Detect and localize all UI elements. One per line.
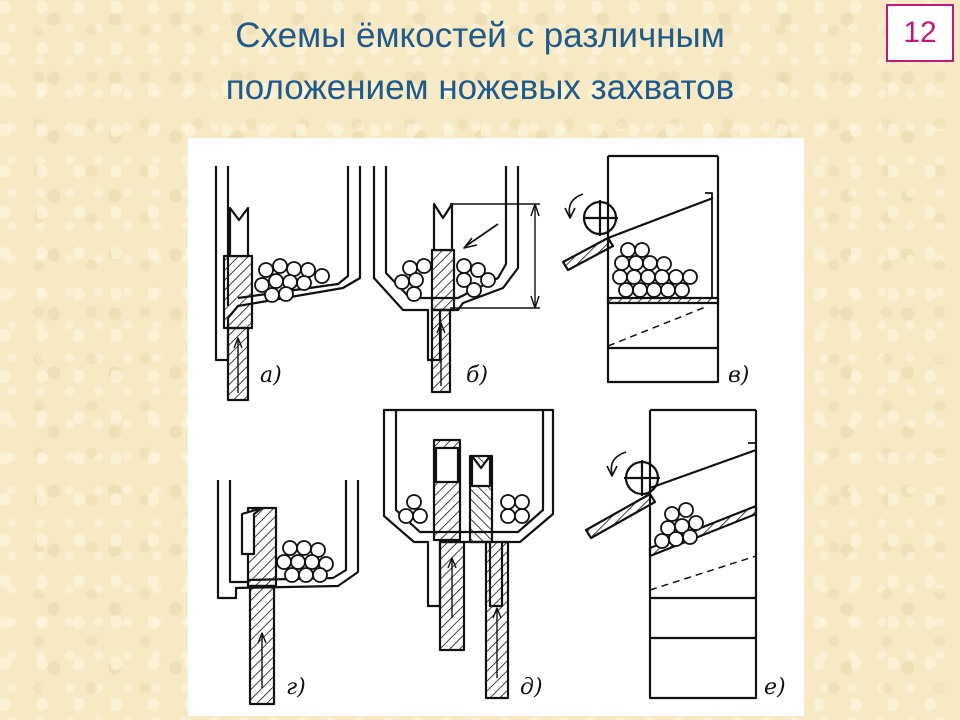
slide-title: Схемы ёмкостей с различным положением но… [0, 10, 960, 114]
slide-title-line-2: положением ножевых захватов [225, 68, 735, 107]
slide-title-line-1: Схемы ёмкостей с различным [235, 16, 725, 55]
page-number-badge: 12 [886, 4, 954, 62]
label-e: е) [764, 675, 786, 700]
balls-g [275, 539, 335, 584]
diagram-v [561, 154, 720, 384]
balls-v [611, 241, 699, 299]
label-v: в) [728, 363, 749, 388]
label-a: а) [260, 363, 282, 388]
diagram-g [216, 480, 360, 706]
label-b: б) [466, 363, 488, 388]
diagram-e [584, 408, 758, 700]
label-g: г) [286, 675, 306, 700]
label-d: д) [520, 675, 543, 700]
balls-e [653, 501, 705, 550]
diagram-a [214, 166, 362, 402]
diagram-d [382, 408, 555, 700]
diagram-b [372, 166, 540, 394]
balls-a [253, 257, 331, 304]
balls-d [397, 493, 531, 525]
hopper-diagrams-figure: а) б) в) г) д) е) [188, 138, 804, 716]
